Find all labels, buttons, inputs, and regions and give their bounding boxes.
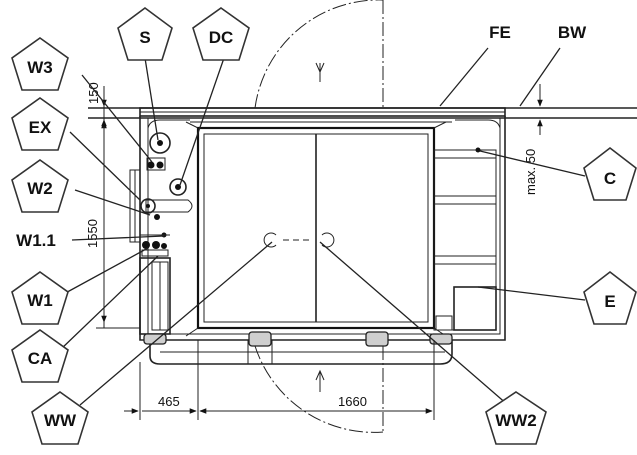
svg-text:C: C: [604, 169, 616, 188]
label-fe: FE: [489, 23, 511, 42]
label-e: E: [583, 270, 637, 325]
dimension-vertical: 150 1550: [85, 82, 140, 329]
label-bw: BW: [558, 23, 587, 42]
svg-text:W3: W3: [27, 58, 53, 77]
door-swing-bottom: [254, 345, 384, 433]
label-ww2: WW2: [485, 391, 547, 445]
label-ww: WW: [31, 391, 89, 445]
svg-text:S: S: [139, 28, 150, 47]
dim-150: 150: [86, 82, 101, 104]
dim-max-50: max. 50: [523, 149, 538, 195]
dim-1660: 1660: [338, 394, 367, 409]
svg-text:CA: CA: [28, 349, 53, 368]
label-s: S: [117, 7, 173, 61]
svg-text:DC: DC: [209, 28, 234, 47]
svg-text:W1: W1: [27, 291, 53, 310]
label-w1-1: W1.1: [16, 231, 56, 250]
dim-465: 465: [158, 394, 180, 409]
label-w2: W2: [11, 159, 69, 213]
label-c: C: [583, 146, 637, 201]
main-cabinet: [185, 121, 452, 337]
dimension-horizontal: 465 1660: [124, 340, 435, 420]
dimension-max-gap: max. 50: [523, 84, 543, 195]
svg-text:FE: FE: [489, 23, 511, 42]
svg-text:EX: EX: [29, 118, 52, 137]
bottom-rail: [143, 331, 453, 365]
svg-text:E: E: [604, 292, 615, 311]
svg-text:WW2: WW2: [495, 411, 537, 430]
label-w3: W3: [11, 37, 69, 91]
svg-text:W2: W2: [27, 179, 53, 198]
label-ca: CA: [11, 329, 69, 383]
label-dc: DC: [192, 7, 250, 61]
right-compartment: [433, 147, 497, 331]
label-w1: W1: [11, 271, 69, 325]
dim-1550: 1550: [85, 219, 100, 248]
svg-text:WW: WW: [44, 411, 77, 430]
door-swing-top: [254, 0, 384, 109]
leader-lines: [59, 47, 586, 406]
svg-text:W1.1: W1.1: [16, 231, 56, 250]
svg-text:BW: BW: [558, 23, 587, 42]
left-compartment: [129, 132, 193, 335]
label-ex: EX: [11, 97, 69, 151]
frame-top: [139, 107, 506, 117]
